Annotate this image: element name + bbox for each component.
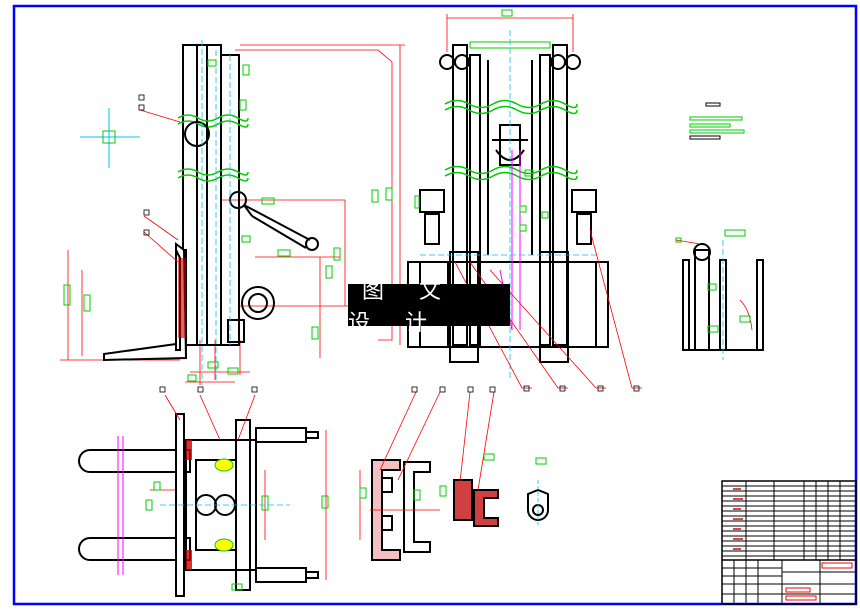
- detail-view: [675, 229, 764, 360]
- side-view: [60, 40, 405, 385]
- watermark-banner: 图 文 设 计: [348, 279, 510, 336]
- title-block-hatching: [733, 488, 743, 550]
- section-details: [359, 386, 549, 561]
- drawing-frame: [12, 4, 858, 606]
- title-block: [721, 480, 857, 605]
- notes-block: [689, 102, 745, 140]
- crosshair-symbol: [80, 108, 140, 168]
- plan-view: [78, 386, 329, 597]
